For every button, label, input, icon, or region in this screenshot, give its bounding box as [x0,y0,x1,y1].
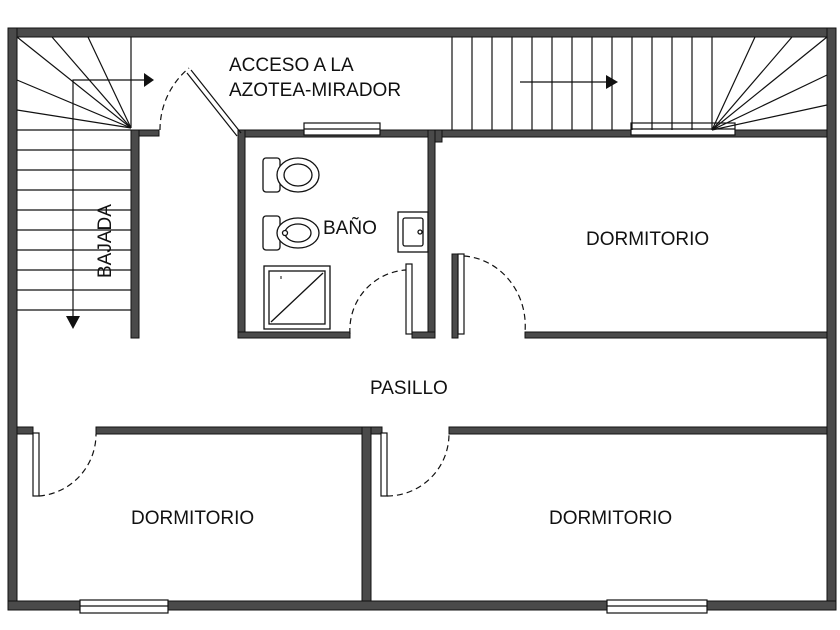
door-bedroom-bottom-left [32,432,97,497]
stair-left [16,36,148,318]
window-bedroom-bottom-left [79,599,169,614]
windows [79,122,736,614]
label-bedroom-bottom-left: DORMITORIO [131,508,254,529]
label-roof-access-line1: ACCESO A LA [229,55,354,76]
window-bathroom [303,122,381,136]
stair-arrows-left [66,73,154,329]
label-bathroom: BAÑO [323,217,377,239]
stair-arrow-right [606,75,618,89]
label-bedroom-top-right: DORMITORIO [586,229,709,250]
toilet-icon [262,157,320,193]
door-bathroom [349,263,413,335]
window-stair-right [630,122,736,136]
shower-tray-icon [263,265,331,330]
window-bedroom-bottom-right [606,599,708,614]
bidet-icon [262,215,320,251]
door-bedroom-bottom-right [380,432,450,497]
label-roof-access-line2: AZOTEA-MIRADOR [229,80,401,101]
label-stair-down: BAJADA [95,204,116,278]
sink-icon [397,211,429,253]
door-bedroom-top-right [457,253,526,335]
label-bedroom-bottom-right: DORMITORIO [549,508,672,529]
door-roof-access [159,67,242,137]
label-hallway: PASILLO [370,378,448,399]
outer-walls [7,27,837,611]
stair-right [451,36,828,131]
interior-walls [16,129,828,602]
